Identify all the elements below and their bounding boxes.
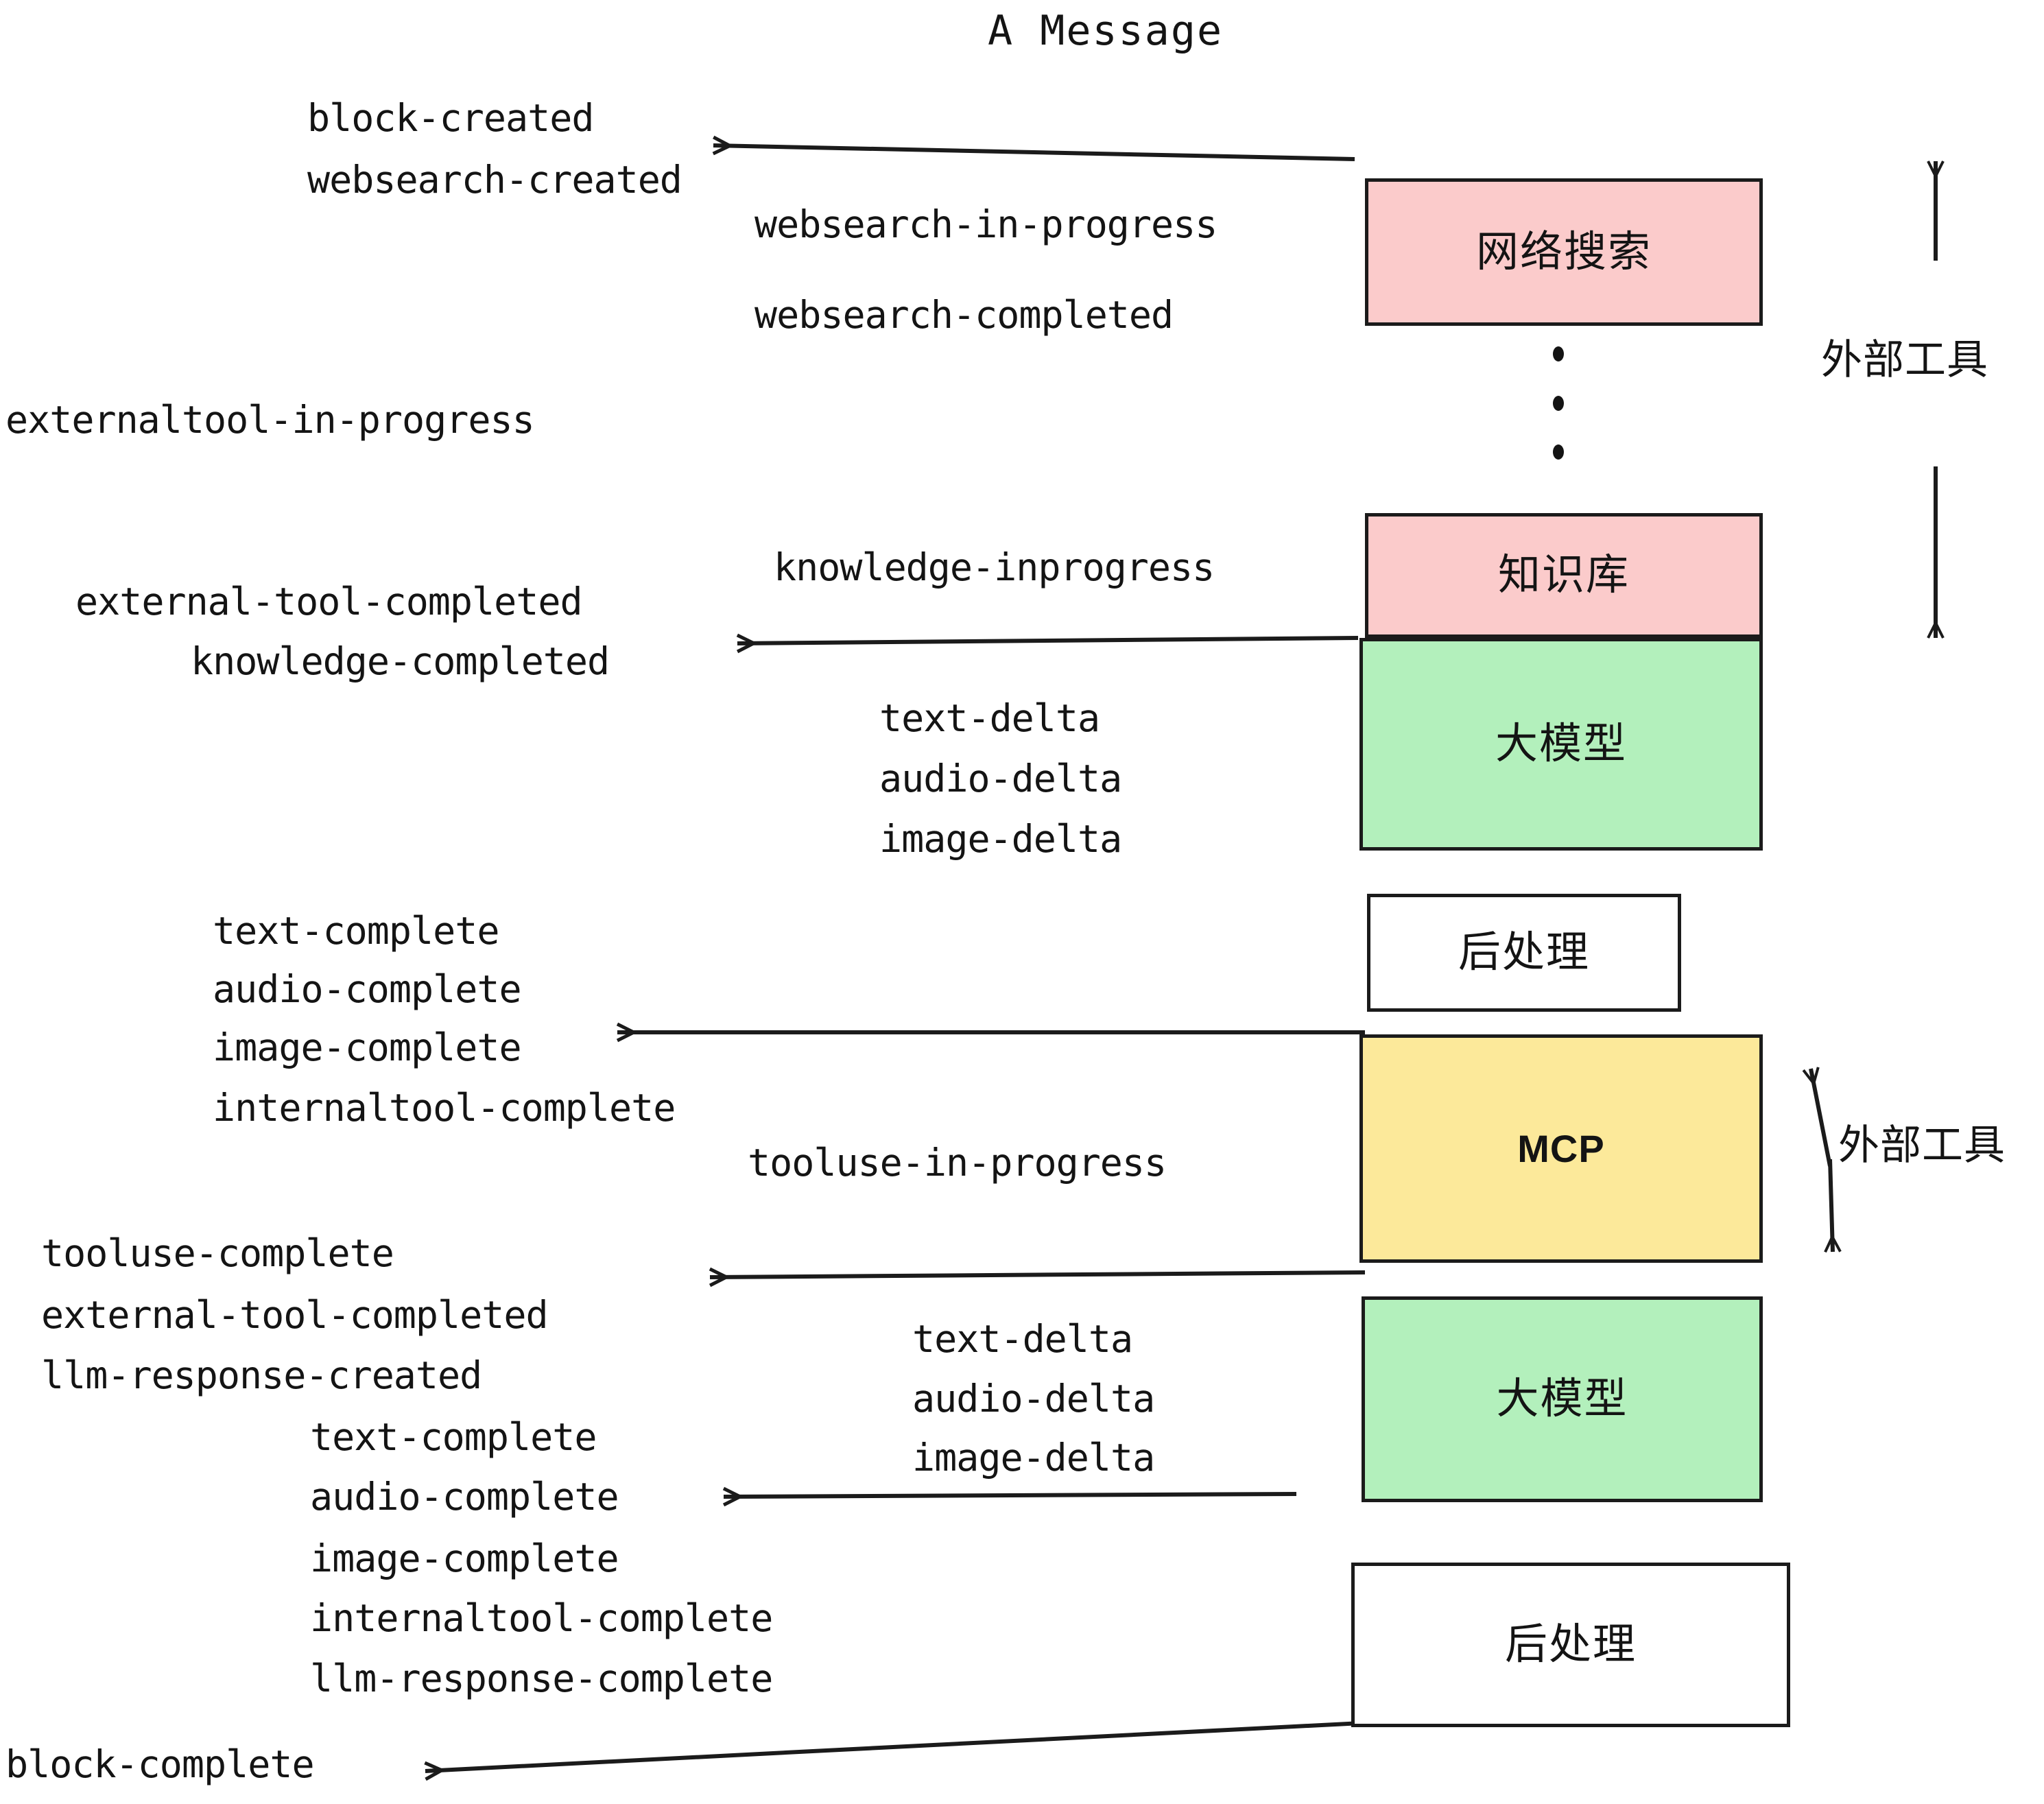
event-audio-complete-1: audio-complete: [213, 967, 522, 1011]
event-image-complete-2: image-complete: [310, 1536, 619, 1580]
box-knowledge[interactable]: 知识库: [1365, 513, 1763, 638]
ellipsis-dot: [1553, 396, 1564, 411]
event-image-delta-1: image-delta: [879, 817, 1122, 861]
box-llm-2-label: 大模型: [1496, 1375, 1628, 1423]
event-websearch-completed: websearch-completed: [754, 293, 1174, 337]
arrow-external-tools-bottom: [1811, 1069, 1833, 1252]
event-text-delta-1: text-delta: [879, 696, 1100, 740]
box-websearch-label: 网络搜索: [1475, 228, 1652, 276]
event-websearch-in-progress: websearch-in-progress: [754, 202, 1217, 246]
arrow-knowledge-completed: [737, 638, 1359, 643]
event-internaltool-complete-1: internaltool-complete: [213, 1086, 676, 1130]
event-websearch-created: websearch-created: [307, 158, 682, 202]
event-externaltool-in-progress: externaltool-in-progress: [5, 398, 535, 442]
label-external-tools-top: 外部工具: [1821, 337, 1988, 383]
event-text-complete-2: text-complete: [310, 1415, 597, 1459]
event-knowledge-inprogress: knowledge-inprogress: [774, 545, 1215, 589]
event-llm-response-created: llm-response-created: [41, 1353, 482, 1397]
event-text-delta-2: text-delta: [912, 1317, 1133, 1361]
event-tooluse-in-progress: tooluse-in-progress: [748, 1141, 1167, 1185]
event-audio-complete-2: audio-complete: [310, 1475, 619, 1519]
box-postprocess-1[interactable]: 后处理: [1367, 894, 1681, 1012]
box-llm-1-label: 大模型: [1495, 720, 1627, 768]
ellipsis-dot: [1553, 346, 1564, 361]
box-llm-2[interactable]: 大模型: [1362, 1296, 1763, 1502]
event-internaltool-complete-2: internaltool-complete: [310, 1596, 773, 1640]
ellipsis-dot: [1553, 444, 1564, 460]
event-external-tool-completed-2: external-tool-completed: [41, 1293, 549, 1337]
arrow-external-tool-completed: [710, 1272, 1366, 1277]
box-knowledge-label: 知识库: [1497, 551, 1630, 599]
event-block-created: block-created: [307, 96, 594, 140]
event-external-tool-completed-1: external-tool-completed: [75, 580, 583, 624]
event-knowledge-completed: knowledge-completed: [191, 639, 610, 683]
page-title: A Message: [988, 7, 1224, 55]
event-image-complete-1: image-complete: [213, 1025, 522, 1069]
event-audio-delta-2: audio-delta: [912, 1377, 1155, 1421]
arrow-block-complete: [425, 1721, 1362, 1771]
box-mcp[interactable]: MCP: [1359, 1034, 1763, 1263]
arrow-websearch-created: [713, 145, 1355, 161]
box-postprocess-1-label: 后处理: [1458, 929, 1590, 976]
box-mcp-label: MCP: [1517, 1126, 1605, 1170]
box-websearch[interactable]: 网络搜索: [1365, 178, 1763, 326]
event-llm-response-complete: llm-response-complete: [310, 1657, 773, 1700]
arrow-audio-complete: [724, 1494, 1297, 1497]
event-audio-delta-1: audio-delta: [879, 757, 1122, 800]
event-text-complete-1: text-complete: [213, 909, 499, 953]
event-tooluse-complete: tooluse-complete: [41, 1231, 394, 1275]
label-external-tools-bottom: 外部工具: [1838, 1122, 2006, 1168]
event-image-delta-2: image-delta: [912, 1436, 1155, 1480]
event-block-complete: block-complete: [5, 1742, 315, 1786]
box-llm-1[interactable]: 大模型: [1359, 638, 1763, 851]
box-postprocess-2-label: 后处理: [1504, 1621, 1637, 1668]
box-postprocess-2[interactable]: 后处理: [1351, 1563, 1790, 1727]
